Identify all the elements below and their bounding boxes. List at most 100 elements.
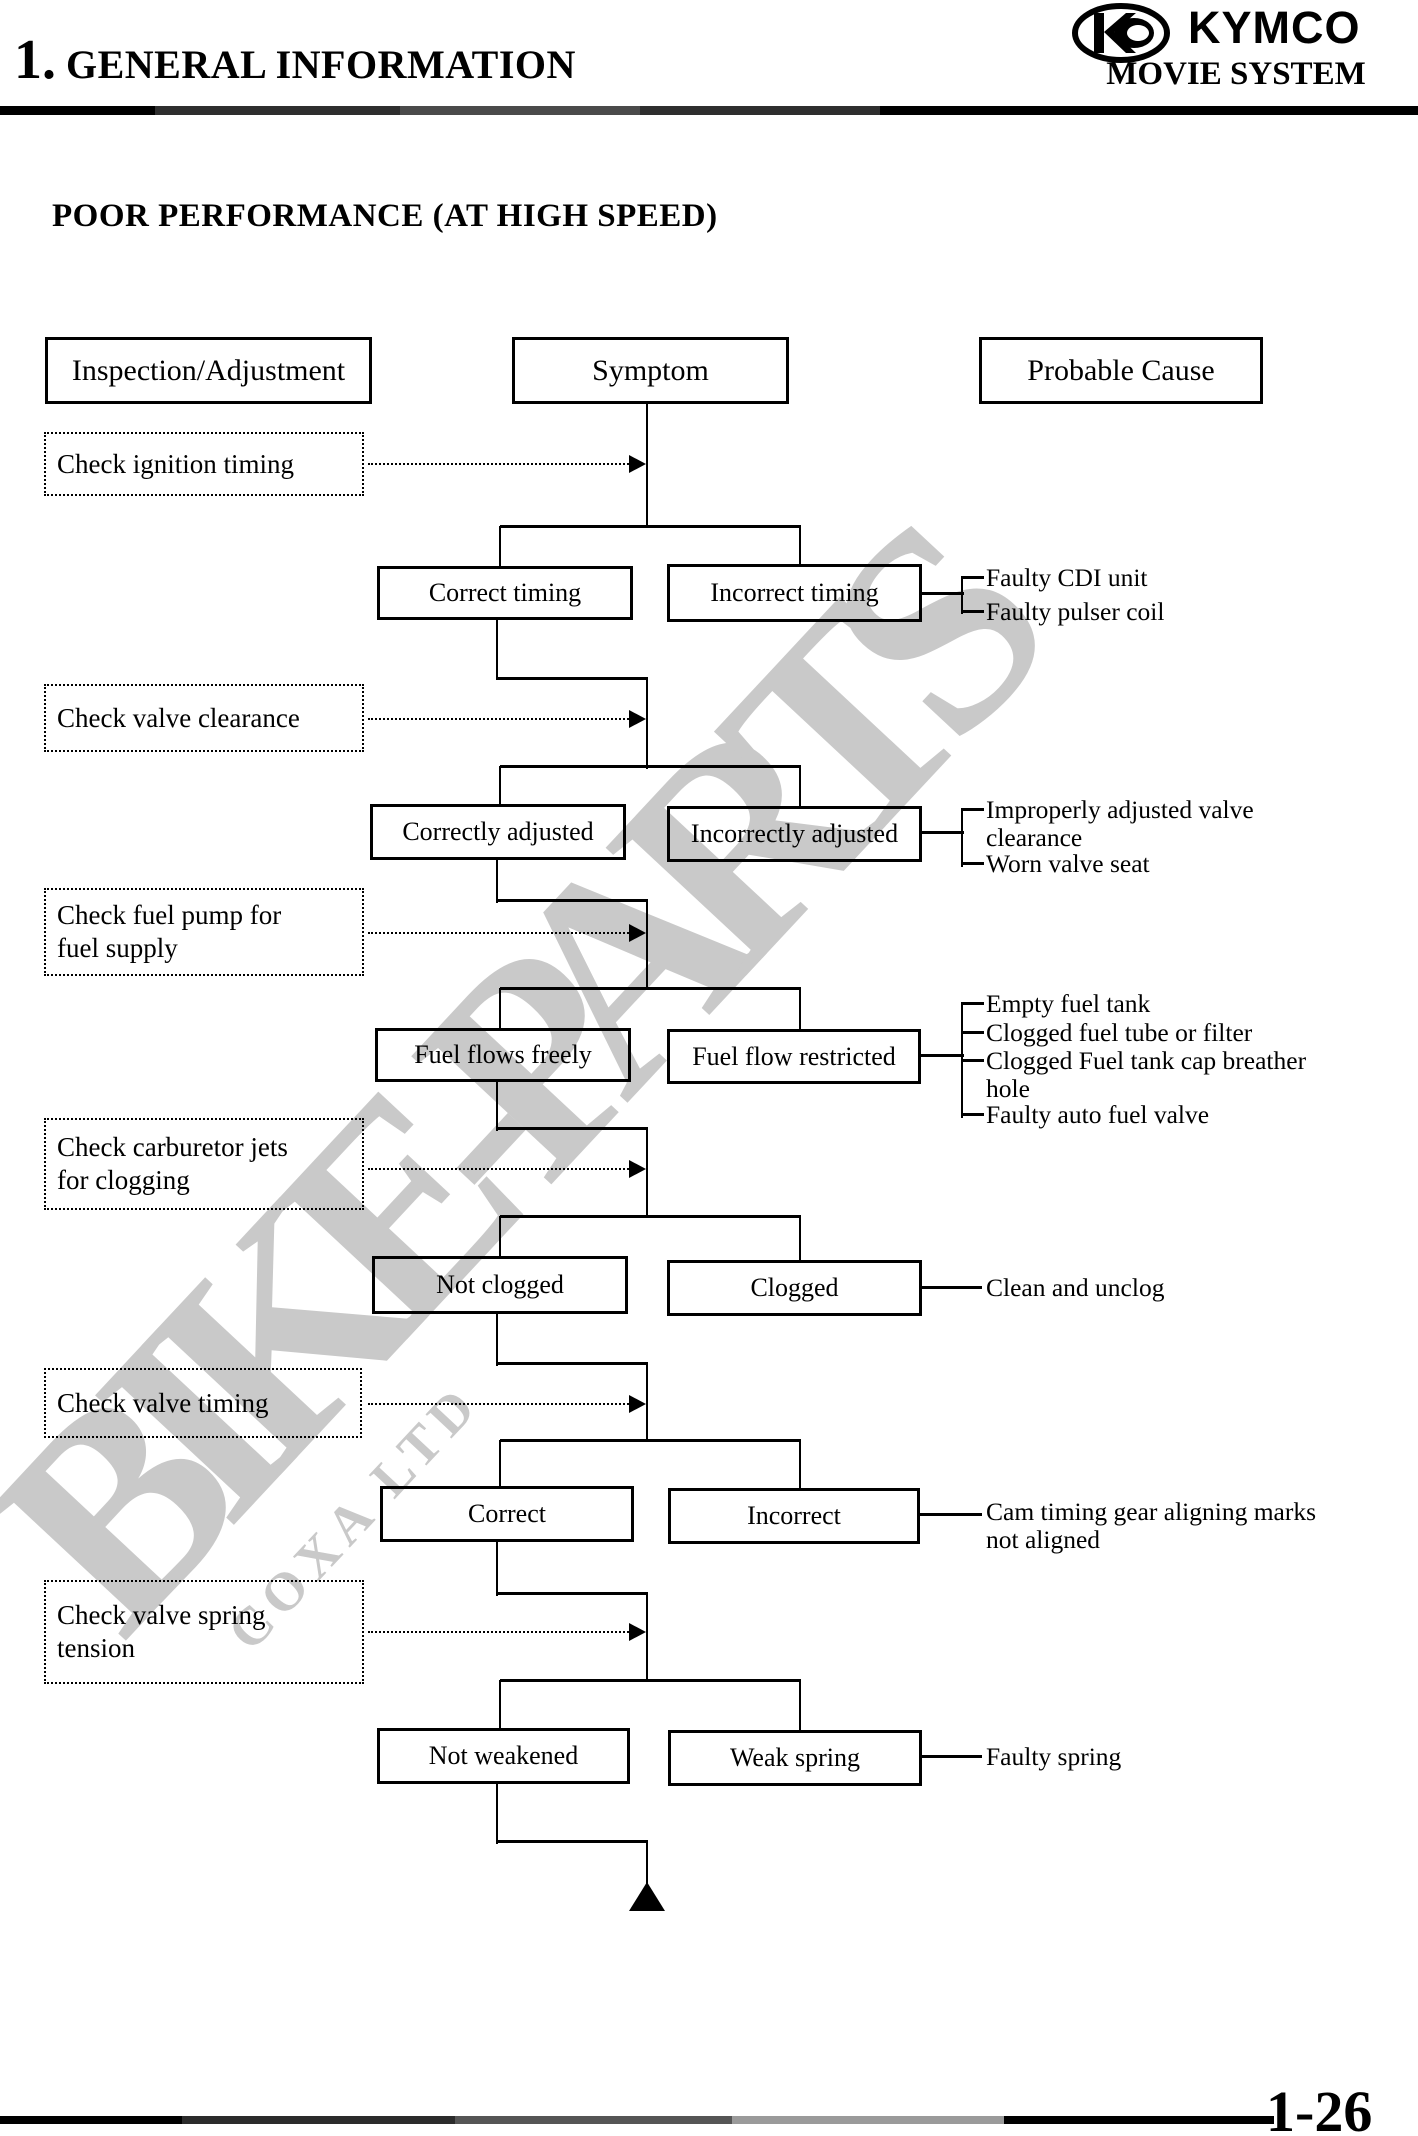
column-header-symptom: Symptom <box>512 337 789 404</box>
dotted-leader-line <box>368 932 629 934</box>
return-jog-line <box>496 1362 648 1365</box>
probable-cause-text: Improperly adjusted valve clearance <box>986 795 1254 852</box>
symptom-ok-label: Correctly adjusted <box>402 817 594 846</box>
cause-bracket-line <box>961 808 963 867</box>
flow-end-triangle-icon <box>629 1882 665 1911</box>
symptom-fail-label: Incorrectly adjusted <box>690 819 899 848</box>
probable-cause-text: Worn valve seat <box>986 849 1150 878</box>
branch-line <box>500 765 801 768</box>
dotted-leader-line <box>368 1631 629 1633</box>
probable-cause-text: Clogged Fuel tank cap breather hole <box>986 1046 1307 1103</box>
symptom-fail-box: Incorrect <box>668 1488 920 1544</box>
flow-spine <box>646 402 648 528</box>
cause-bracket-line <box>961 576 963 614</box>
inspection-box-ignition-timing: Check ignition timing <box>44 432 364 496</box>
header-rule <box>0 106 1418 115</box>
cause-connector-line <box>920 1513 982 1516</box>
probable-cause-text: Cam timing gear aligning marks not align… <box>986 1497 1317 1554</box>
column-header-cause: Probable Cause <box>979 337 1263 404</box>
probable-cause-text: Empty fuel tank <box>986 989 1151 1018</box>
cause-connector-line <box>920 592 964 595</box>
flow-spine <box>646 899 648 990</box>
return-jog-line <box>496 1127 648 1130</box>
flow-spine <box>646 1840 648 1884</box>
cause-connector-line <box>920 831 964 834</box>
branch-line <box>500 987 801 990</box>
symptom-ok-box: Not weakened <box>377 1728 630 1784</box>
flow-spine <box>646 1592 648 1682</box>
inspection-box-valve-timing: Check valve timing <box>44 1368 362 1438</box>
probable-cause-text: Faulty auto fuel valve <box>986 1100 1210 1129</box>
cause-tick-line <box>961 610 984 613</box>
brand-subtitle: MOVIE SYSTEM <box>1106 56 1366 92</box>
section-number: 1. <box>14 29 56 91</box>
symptom-ok-box: Correct timing <box>377 566 633 620</box>
dotted-leader-line <box>368 463 629 465</box>
section-title: GENERAL INFORMATION <box>66 42 576 87</box>
arrowhead-icon <box>629 455 646 473</box>
branch-drop-left <box>499 1680 501 1730</box>
inspection-label: Check fuel pump for fuel supply <box>57 900 282 963</box>
probable-cause-text: Faulty spring <box>986 1742 1122 1771</box>
branch-line <box>500 525 801 528</box>
symptom-ok-box: Correct <box>380 1486 634 1542</box>
branch-line <box>500 1679 801 1682</box>
symptom-fail-label: Fuel flow restricted <box>692 1041 896 1071</box>
return-line <box>496 1082 498 1131</box>
branch-drop-right <box>799 766 801 808</box>
inspection-label: Check carburetor jets for clogging <box>57 1132 288 1195</box>
probable-cause-text: Faulty CDI unit <box>986 563 1148 592</box>
branch-drop-left <box>499 988 501 1030</box>
branch-drop-left <box>499 1440 501 1488</box>
branch-drop-right <box>799 1216 801 1262</box>
probable-cause-text: Clogged fuel tube or filter <box>986 1018 1253 1047</box>
arrowhead-icon <box>629 1160 646 1178</box>
symptom-fail-label: Clogged <box>750 1273 839 1302</box>
return-line <box>496 1314 498 1366</box>
branch-drop-left <box>499 1216 501 1258</box>
inspection-label: Check valve spring tension <box>57 1600 266 1663</box>
cause-tick-line <box>961 1031 984 1034</box>
column-header-cause-label: Probable Cause <box>1027 353 1215 387</box>
column-header-symptom-label: Symptom <box>592 353 709 387</box>
return-jog-line <box>496 1840 648 1843</box>
symptom-fail-box: Weak spring <box>668 1730 922 1786</box>
arrowhead-icon <box>629 710 646 728</box>
symptom-ok-label: Not clogged <box>436 1270 564 1299</box>
dotted-leader-line <box>368 1403 629 1405</box>
arrowhead-icon <box>629 1395 646 1413</box>
symptom-fail-box: Incorrectly adjusted <box>667 806 922 862</box>
cause-tick-line <box>961 1059 984 1062</box>
return-line <box>496 1784 498 1844</box>
inspection-label: Check valve clearance <box>57 702 300 733</box>
flow-spine <box>646 1127 648 1218</box>
symptom-fail-label: Incorrect <box>747 1501 841 1530</box>
symptom-fail-label: Weak spring <box>729 1743 861 1772</box>
probable-cause-text: Clean and unclog <box>986 1273 1165 1302</box>
symptom-fail-box: Incorrect timing <box>667 564 922 622</box>
cause-tick-line <box>961 1002 984 1005</box>
inspection-box-valve-clearance: Check valve clearance <box>44 684 364 752</box>
cause-tick-line <box>961 808 984 811</box>
branch-drop-right <box>799 1680 801 1732</box>
symptom-fail-box: Clogged <box>667 1260 922 1316</box>
cause-connector-line <box>920 1755 982 1758</box>
symptom-ok-label: Correct <box>468 1499 546 1528</box>
flow-spine <box>646 677 648 769</box>
footer-rule <box>0 2116 1274 2124</box>
branch-drop-right <box>799 988 801 1031</box>
page-title: POOR PERFORMANCE (AT HIGH SPEED) <box>52 198 718 234</box>
return-line <box>496 620 498 680</box>
symptom-ok-label: Not weakened <box>428 1741 579 1770</box>
cause-tick-line <box>961 862 984 865</box>
section-heading: 1. GENERAL INFORMATION <box>14 28 576 92</box>
branch-drop-left <box>499 766 501 806</box>
dotted-leader-line <box>368 718 629 720</box>
kymco-logo-icon <box>1072 3 1170 63</box>
page-number: 1-26 <box>1266 2079 1373 2136</box>
column-header-inspection: Inspection/Adjustment <box>45 337 372 404</box>
inspection-box-fuel-pump: Check fuel pump for fuel supply <box>44 888 364 976</box>
branch-drop-left <box>499 526 501 567</box>
branch-drop-right <box>799 526 801 565</box>
